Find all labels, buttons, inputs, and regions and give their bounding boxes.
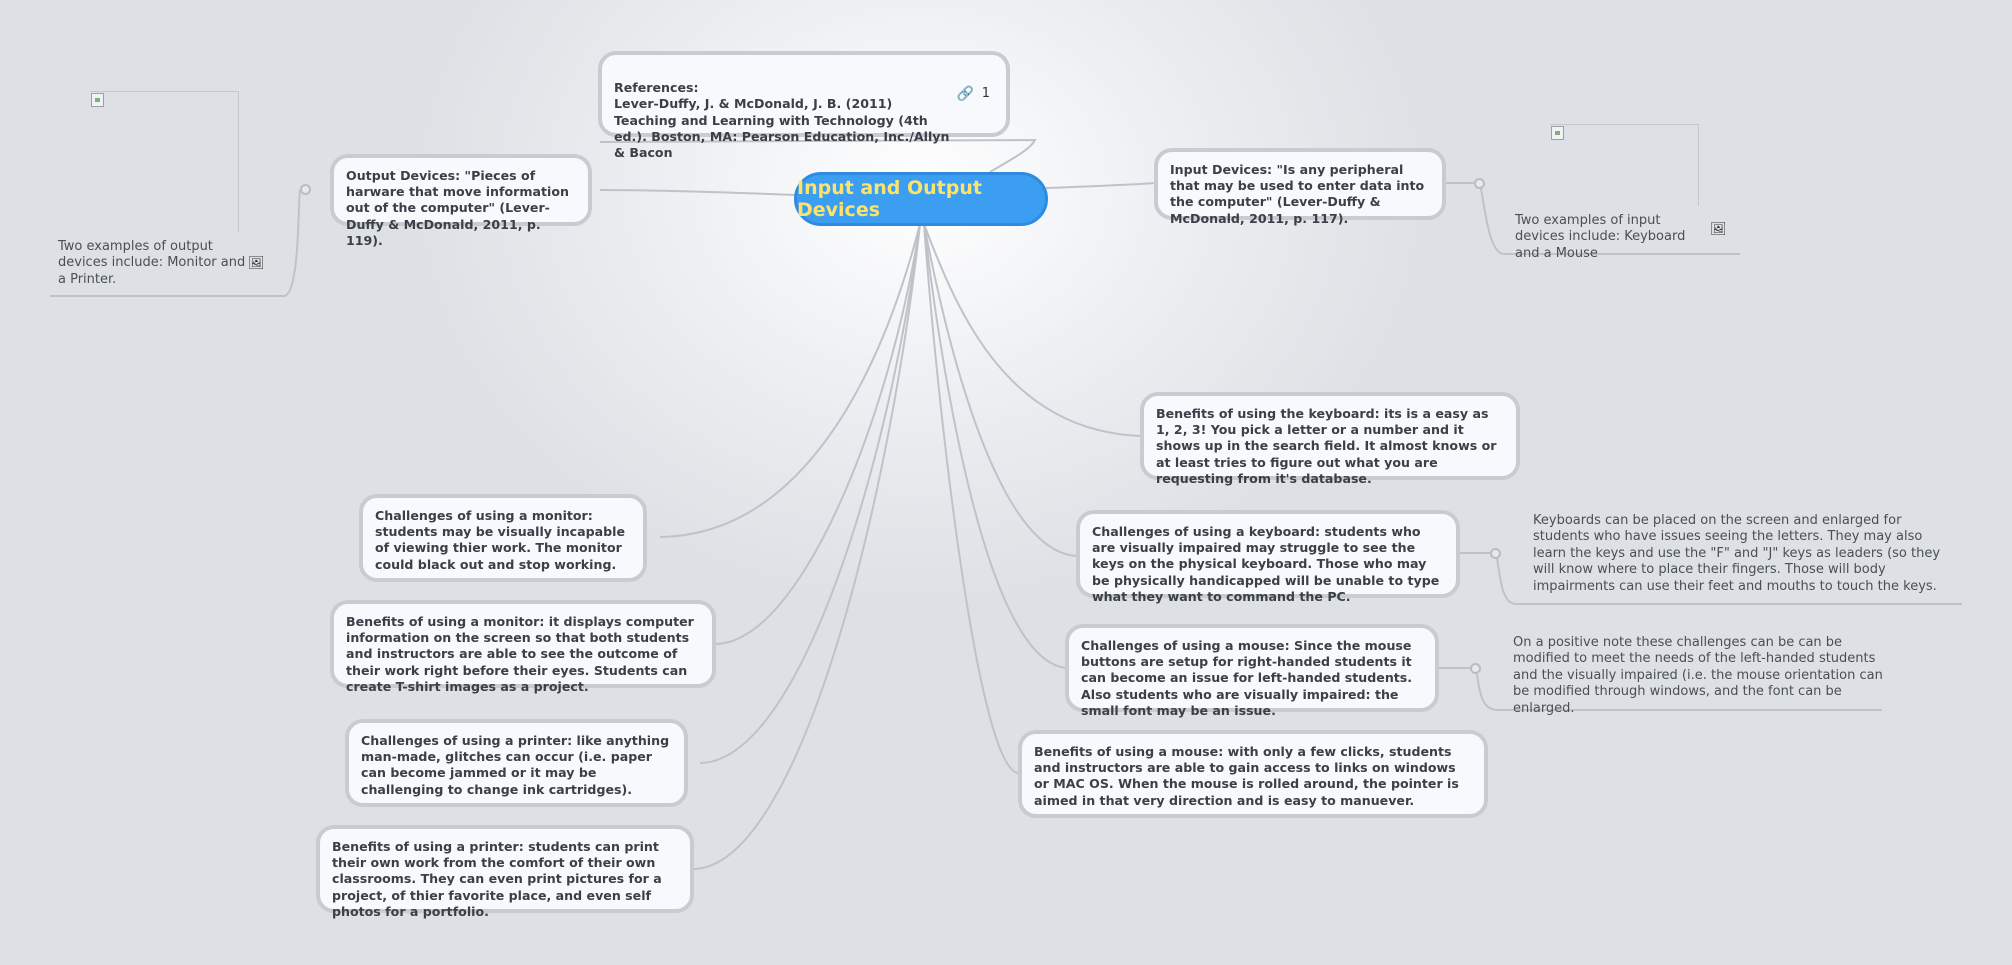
output-image bbox=[90, 91, 239, 232]
input-devices-node[interactable]: Input Devices: "Is any peripheral that m… bbox=[1154, 148, 1446, 226]
input-note: Two examples of input devices include: K… bbox=[1515, 213, 1705, 262]
link-benefits-printer bbox=[693, 223, 921, 870]
benefits-printer-text: Benefits of using a printer: students ca… bbox=[332, 839, 662, 919]
link-references bbox=[599, 138, 1037, 173]
benefits-monitor-node[interactable]: Benefits of using a monitor: it displays… bbox=[330, 600, 716, 694]
benefits-keyboard-node[interactable]: Benefits of using the keyboard: its is a… bbox=[1140, 392, 1520, 486]
link-challenges-keyboard bbox=[923, 223, 1077, 557]
output-note-text: Two examples of output devices include: … bbox=[58, 239, 246, 287]
link-benefits-monitor bbox=[715, 223, 921, 645]
keyboard-note: Keyboards can be placed on the screen an… bbox=[1533, 513, 1958, 595]
challenges-mouse-text: Challenges of using a mouse: Since the m… bbox=[1081, 638, 1413, 718]
link-output-note bbox=[50, 189, 301, 297]
challenges-keyboard-node[interactable]: Challenges of using a keyboard: students… bbox=[1076, 510, 1460, 604]
image-icon[interactable]: 🖼 bbox=[1710, 222, 1727, 237]
link-input-note bbox=[1479, 183, 1740, 255]
benefits-keyboard-text: Benefits of using the keyboard: its is a… bbox=[1156, 406, 1497, 486]
challenges-printer-node[interactable]: Challenges of using a printer: like anyt… bbox=[345, 719, 688, 807]
benefits-printer-node[interactable]: Benefits of using a printer: students ca… bbox=[316, 825, 694, 919]
link-icon[interactable]: 🔗 bbox=[956, 86, 974, 102]
broken-image-icon bbox=[91, 93, 104, 107]
collapse-toggle-input[interactable] bbox=[1474, 178, 1485, 189]
challenges-monitor-node[interactable]: Challenges of using a monitor: students … bbox=[359, 494, 647, 582]
collapse-toggle-keyboard-challenges[interactable] bbox=[1490, 548, 1501, 559]
input-devices-text: Input Devices: "Is any peripheral that m… bbox=[1170, 162, 1425, 226]
benefits-mouse-node[interactable]: Benefits of using a mouse: with only a f… bbox=[1018, 730, 1488, 818]
challenges-keyboard-text: Challenges of using a keyboard: students… bbox=[1092, 524, 1440, 604]
link-mouse-note bbox=[1475, 668, 1882, 711]
keyboard-note-text: Keyboards can be placed on the screen an… bbox=[1533, 513, 1941, 594]
link-input bbox=[1045, 182, 1157, 189]
challenges-monitor-text: Challenges of using a monitor: students … bbox=[375, 508, 626, 572]
link-keyboard-note bbox=[1495, 552, 1962, 605]
references-text: References: Lever-Duffy, J. & McDonald, … bbox=[614, 80, 950, 161]
central-topic-label: Input and Output Devices bbox=[797, 177, 982, 221]
collapse-toggle-mouse-challenges[interactable] bbox=[1470, 663, 1481, 674]
central-topic[interactable]: Input and Output Devices bbox=[794, 172, 1048, 226]
mouse-note-text: On a positive note these challenges can … bbox=[1513, 635, 1883, 716]
link-challenges-monitor bbox=[659, 223, 921, 538]
link-output bbox=[599, 189, 797, 196]
challenges-mouse-node[interactable]: Challenges of using a mouse: Since the m… bbox=[1065, 624, 1439, 718]
references-node[interactable]: References: Lever-Duffy, J. & McDonald, … bbox=[598, 51, 1010, 160]
benefits-mouse-text: Benefits of using a mouse: with only a f… bbox=[1034, 744, 1459, 808]
broken-image-icon bbox=[1551, 126, 1564, 140]
link-challenges-mouse bbox=[923, 223, 1067, 669]
output-devices-text: Output Devices: "Pieces of harware that … bbox=[346, 168, 569, 248]
mouse-note: On a positive note these challenges can … bbox=[1513, 635, 1883, 717]
challenges-printer-text: Challenges of using a printer: like anyt… bbox=[361, 733, 670, 797]
image-icon[interactable]: 🖼 bbox=[248, 256, 265, 271]
link-count: 1 bbox=[981, 86, 990, 101]
benefits-monitor-text: Benefits of using a monitor: it displays… bbox=[346, 614, 694, 694]
collapse-toggle-output[interactable] bbox=[300, 184, 311, 195]
output-devices-node[interactable]: Output Devices: "Pieces of harware that … bbox=[330, 154, 592, 248]
link-benefits-mouse bbox=[923, 223, 1019, 774]
link-benefits-keyboard bbox=[923, 223, 1141, 437]
link-challenges-printer bbox=[699, 223, 921, 764]
output-note: Two examples of output devices include: … bbox=[58, 239, 248, 288]
input-image bbox=[1550, 124, 1699, 206]
input-note-text: Two examples of input devices include: K… bbox=[1515, 213, 1686, 261]
